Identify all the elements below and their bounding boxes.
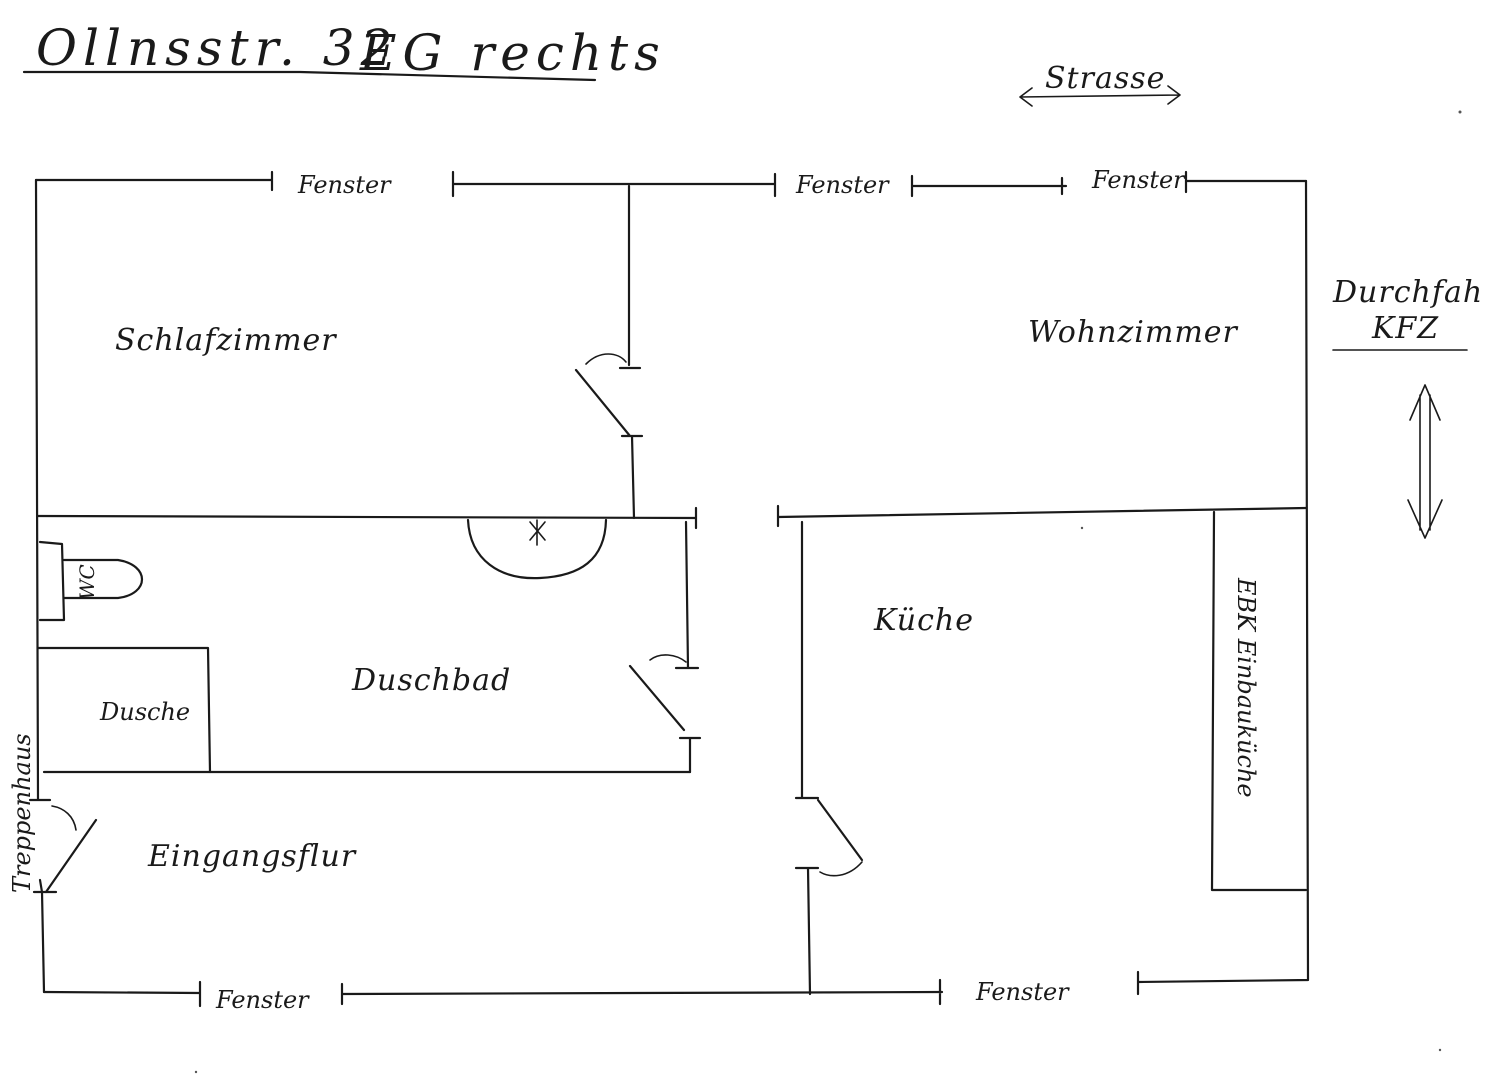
door-swing-kitchen [819,861,863,877]
wall-bedroom-bath [36,506,698,530]
door-kitchen [816,798,864,862]
door-entrance [44,818,98,894]
window-bottom-2: Fenster [975,978,1070,1006]
wall-top-left [34,170,274,192]
door-bath [628,664,702,774]
street-label: Strasse [1045,61,1165,96]
driveway-arrow [1407,384,1443,539]
wall-right [1136,179,1310,996]
room-bedroom: Schlafzimmer [115,323,337,358]
door-swing-entrance [51,805,77,831]
window-top-2: Fenster [795,171,890,199]
wall-bath-right [674,520,700,670]
wall-bottom-left [42,980,202,1008]
street-arrow [1019,85,1181,107]
room-hallway: Eingangsflur [147,839,357,874]
wc-box [38,540,66,622]
fitted-kitchen-label: EBK Einbauküche [1232,577,1260,798]
window-bottom-1: Fenster [215,986,310,1014]
shower-box [36,646,212,774]
plan-title: Ollnsstr. 32 [36,19,398,77]
kitchen-counter [1210,510,1308,892]
door-swing-bedroom [585,353,627,365]
room-bathroom: Duschbad [351,663,511,698]
room-wc: WC [75,564,99,600]
room-kitchen: Küche [873,603,974,638]
wall-hall-kitchen-lower [794,866,820,996]
door-swing-bath [649,654,687,663]
window-top-1: Fenster [297,171,392,199]
title-underline [22,70,597,82]
room-living: Wohnzimmer [1028,315,1239,350]
wall-top-right-b [1184,170,1308,194]
wall-hall-kitchen [794,520,820,800]
wall-living-kitchen [776,504,1308,528]
wall-bedroom-living [618,184,642,370]
room-stairwell: Treppenhaus [8,733,36,893]
driveway-label-line1: Durchfahrt [1332,275,1485,310]
door-bedroom-living [574,368,644,520]
wall-left-lower [32,878,58,994]
room-shower: Dusche [99,698,190,726]
wall-left-upper [28,178,52,802]
wall-top-mid [451,170,777,198]
sink-tap [529,519,546,546]
wall-top-right-a [910,174,1068,198]
sink [466,518,608,580]
wall-bottom-mid [340,978,944,1006]
driveway-label-line2: KFZ [1371,311,1439,346]
window-top-3: Fenster [1091,166,1186,194]
plan-subtitle: EG rechts [359,24,666,82]
wc-bowl [62,558,144,600]
